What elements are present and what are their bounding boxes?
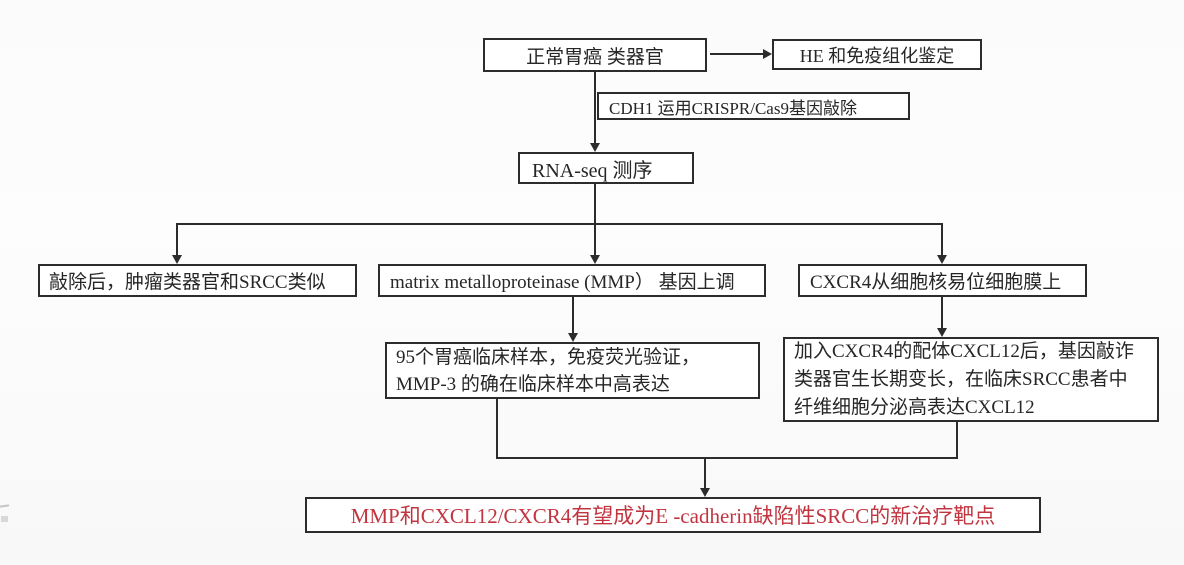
node-rnaseq: RNA-seq 测序 xyxy=(518,152,694,184)
node-mmp3-clinical-validation: 95个胃癌临床样本，免疫荧光验证， MMP-3 的确在临床样本中高表达 xyxy=(385,342,760,399)
connector-branch-middle xyxy=(594,223,596,255)
arrowhead-to-cxcr4 xyxy=(937,255,947,264)
node-conclusion-therapeutic-targets: MMP和CXCL12/CXCR4有望成为E -cadherin缺陷性SRCC的新… xyxy=(305,497,1041,533)
node-label: 敲除后，肿瘤类器官和SRCC类似 xyxy=(49,272,326,293)
node-label-line2: MMP-3 的确在临床样本中高表达 xyxy=(396,373,670,395)
connector-branch-right xyxy=(941,223,943,255)
node-label: matrix metalloproteinase (MMP） 基因上调 xyxy=(390,272,735,293)
node-cdh1-crispr-knockout: CDH1 运用CRISPR/Cas9基因敲除 xyxy=(597,92,910,120)
node-label: 正常胃癌 类器官 xyxy=(526,46,664,68)
connector-top-to-rnaseq xyxy=(594,72,596,144)
convergence-horizontal-line xyxy=(496,457,958,459)
node-label-line1: 加入CXCR4的配体CXCL12后，基因敲诈 xyxy=(794,340,1134,362)
connector-top-to-he xyxy=(710,53,766,55)
connector-to-conclusion xyxy=(704,457,706,489)
node-he-ihc-identification: HE 和免疫组化鉴定 xyxy=(772,39,982,70)
node-mmp-upregulated: matrix metalloproteinase (MMP） 基因上调 xyxy=(378,264,766,297)
connector-cxcl12-down xyxy=(956,422,958,459)
connector-branch-left xyxy=(176,223,178,255)
branch-horizontal-line xyxy=(177,223,942,225)
scan-artifact xyxy=(1,516,8,522)
node-label: RNA-seq 测序 xyxy=(532,159,653,182)
node-label-line3: 纤维细胞分泌高表达CXCL12 xyxy=(794,396,1035,418)
node-label: MMP和CXCL12/CXCR4有望成为E -cadherin缺陷性SRCC的新… xyxy=(350,504,996,528)
node-label-line1: 95个胃癌临床样本，免疫荧光验证， xyxy=(396,346,701,368)
arrowhead-to-mmp xyxy=(590,255,600,264)
node-normal-gastric-organoid: 正常胃癌 类器官 xyxy=(483,38,707,72)
arrowhead-to-validation xyxy=(568,333,578,342)
connector-rnaseq-to-branch xyxy=(594,184,596,224)
arrowhead-to-rnaseq xyxy=(590,143,600,152)
arrowhead-to-knockout xyxy=(172,255,182,264)
node-knockout-srcc-similar: 敲除后，肿瘤类器官和SRCC类似 xyxy=(38,264,357,297)
arrowhead-to-conclusion xyxy=(700,488,710,497)
arrowhead-to-he xyxy=(763,49,772,59)
node-cxcl12-ligand-effect: 加入CXCR4的配体CXCL12后，基因敲诈 类器官生长期变长，在临床SRCC患… xyxy=(783,337,1159,422)
node-label: HE 和免疫组化鉴定 xyxy=(799,45,955,66)
arrowhead-to-cxcl12 xyxy=(937,328,947,337)
connector-validation-down xyxy=(496,399,498,459)
node-label: CDH1 运用CRISPR/Cas9基因敲除 xyxy=(609,98,857,118)
node-cxcr4-translocation: CXCR4从细胞核易位细胞膜上 xyxy=(798,264,1087,297)
connector-cxcr4-to-cxcl12 xyxy=(941,297,943,328)
node-label-line2: 类器官生长期变长，在临床SRCC患者中 xyxy=(794,368,1128,390)
scan-artifact xyxy=(0,504,10,508)
connector-mmp-to-validation xyxy=(572,297,574,333)
node-label: CXCR4从细胞核易位细胞膜上 xyxy=(810,272,1062,293)
